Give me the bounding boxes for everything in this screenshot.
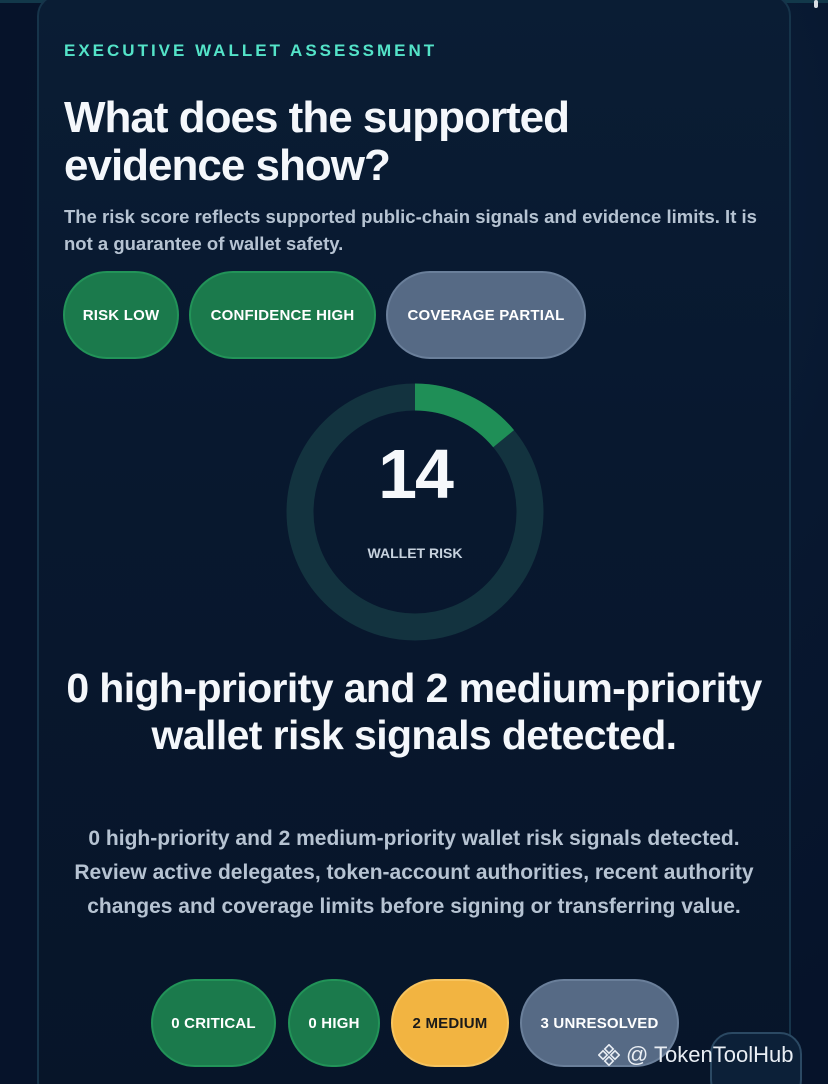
- high-count-pill: 0 HIGH: [288, 979, 380, 1067]
- page-subtitle: The risk score reflects supported public…: [64, 206, 757, 254]
- section-eyebrow: EXECUTIVE WALLET ASSESSMENT: [64, 41, 438, 60]
- confidence-pill: CONFIDENCE HIGH: [189, 271, 376, 359]
- critical-count-pill: 0 CRITICAL: [151, 979, 276, 1067]
- gauge-fill-arc: [414, 383, 515, 448]
- watermark-text: @ TokenToolHub: [626, 1042, 794, 1067]
- risk-level-pill: RISK LOW: [63, 271, 179, 359]
- risk-level-label: RISK LOW: [82, 306, 160, 324]
- high-count-label: 0 HIGH: [308, 1014, 360, 1032]
- wallet-risk-gauge: [286, 383, 544, 641]
- assessment-card: [37, 0, 791, 1084]
- medium-count-label: 2 MEDIUM: [412, 1014, 488, 1032]
- watermark: @ TokenToolHub: [598, 1042, 793, 1068]
- page-title: What does the supported evidence show?: [64, 93, 570, 190]
- risk-summary-body: 0 high-priority and 2 medium-priority wa…: [74, 827, 754, 918]
- floating-action-button[interactable]: [710, 1032, 802, 1084]
- unresolved-count-pill: 3 UNRESOLVED: [520, 979, 679, 1067]
- medium-count-pill: 2 MEDIUM: [391, 979, 509, 1067]
- scrollbar-thumb[interactable]: [814, 0, 818, 8]
- unresolved-count-label: 3 UNRESOLVED: [540, 1014, 659, 1032]
- wallet-risk-label: WALLET RISK: [367, 545, 463, 561]
- wallet-risk-score: 14: [378, 435, 454, 513]
- critical-count-label: 0 CRITICAL: [171, 1014, 256, 1032]
- coverage-label: COVERAGE PARTIAL: [407, 306, 565, 324]
- binance-icon: [598, 1044, 620, 1066]
- coverage-pill: COVERAGE PARTIAL: [386, 271, 586, 359]
- confidence-label: CONFIDENCE HIGH: [210, 306, 355, 324]
- risk-summary-title: 0 high-priority and 2 medium-priority wa…: [66, 665, 762, 758]
